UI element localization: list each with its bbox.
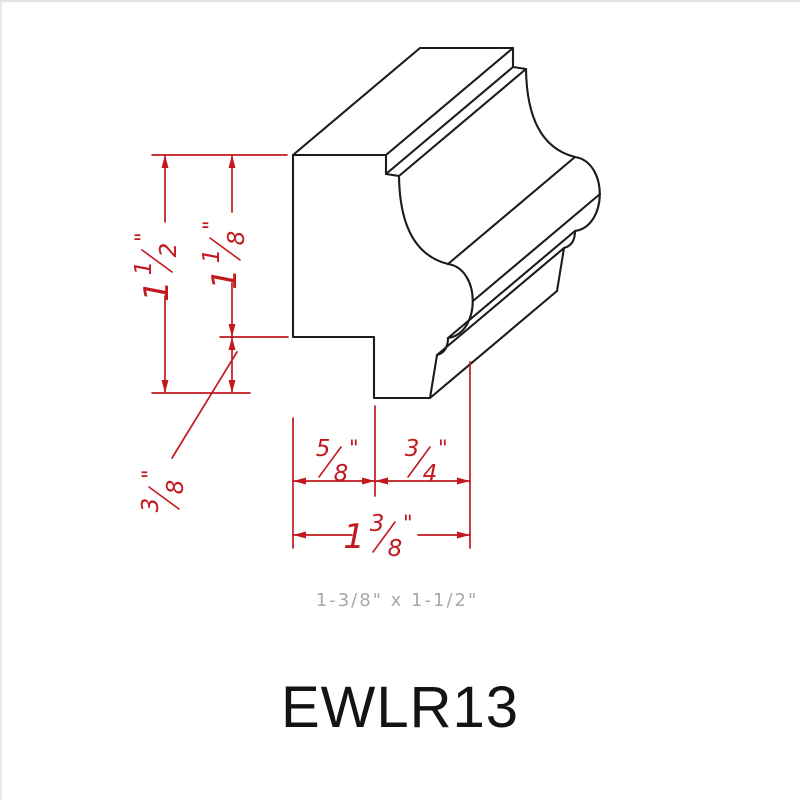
fraction-slash [148,486,180,510]
dim-text-numerator: 3 [405,436,420,462]
arrowhead-up [228,155,236,168]
fraction-slash [318,446,342,478]
arrowhead-right [362,477,375,485]
arrowhead-right [457,531,470,539]
arrowhead-down [228,380,236,393]
dim-text-unit: " [138,469,162,479]
fraction-slash [209,237,241,261]
bottom-right-extrusion-edge [428,289,559,400]
arrowhead-up [228,337,236,350]
dim-text-denominator: 4 [423,461,438,487]
label-step-depth: 3 8 " [138,469,189,512]
dim-text-whole: 1 [205,268,245,290]
arrowhead-right [457,477,470,485]
dim-text-denominator: 8 [163,480,189,495]
dimension-arrowheads [161,155,470,539]
dim-text-denominator: 2 [156,243,182,258]
arrowhead-down [228,324,236,337]
dim-text-numerator: 5 [316,436,331,462]
dim-text-unit: " [199,220,223,230]
arrowhead-up [161,155,169,168]
label-right-width: 3 4 " [405,436,448,487]
dimensions: 1 1 2 " 1 1 8 " 3 8 " 5 8 " [131,154,471,562]
fraction-slash [372,521,396,553]
dim-text-unit: " [438,436,448,460]
dim-text-whole: 1 [343,517,365,557]
label-back-height: 1 1 8 " [199,220,250,289]
dim-text-unit: " [403,511,413,535]
arrowhead-left [293,477,306,485]
dim-text-numerator: 3 [370,511,385,537]
dim-text-denominator: 8 [388,536,403,562]
size-caption: 1-3/8" x 1-1/2" [316,590,479,611]
dim-text-numerator: 1 [131,261,157,276]
fraction-slash [407,446,431,478]
leader-line-step-depth [171,351,238,459]
top-left-extrusion-edge [291,46,422,157]
dim-text-unit: " [131,232,155,242]
dim-text-whole: 1 [137,280,177,302]
arrowhead-down [161,380,169,393]
dim-text-numerator: 3 [138,498,164,513]
dim-text-numerator: 1 [199,249,225,264]
label-overall-height: 1 1 2 " [131,232,182,301]
drawing-title: EWLR13 [281,675,519,740]
arrowhead-left [375,477,388,485]
dim-text-unit: " [349,436,359,460]
label-left-width: 5 8 " [316,436,359,487]
dim-text-denominator: 8 [224,231,250,246]
profile-front-face [291,153,474,400]
profile-back-edge [418,46,601,293]
arrowhead-left [293,531,306,539]
dim-text-denominator: 8 [334,461,349,487]
moulding-outline [291,46,602,400]
fraction-slash [141,249,173,273]
extrusion-edges [384,46,602,357]
label-overall-width: 1 3 8 " [343,511,412,562]
